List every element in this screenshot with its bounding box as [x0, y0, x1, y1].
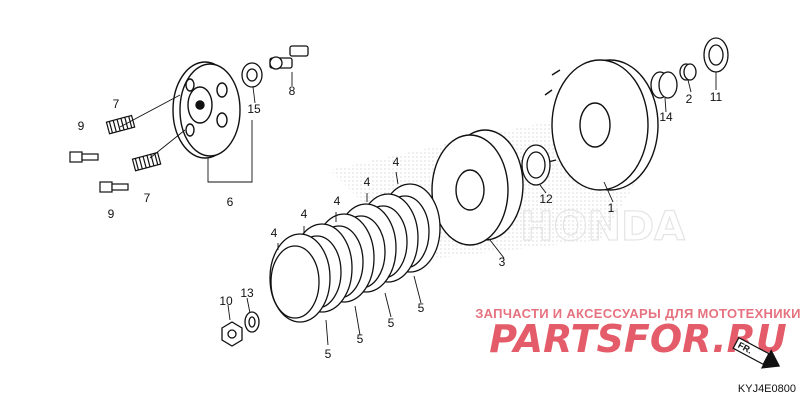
callout-5b: 5: [357, 332, 364, 346]
callout-4a: 4: [271, 226, 278, 240]
washer-13-part: [244, 311, 260, 333]
assembly-guide-lines: [119, 94, 253, 183]
thrust-washer-part: [703, 37, 729, 73]
callout-9a: 9: [78, 119, 85, 133]
callout-14: 14: [659, 110, 673, 124]
lock-nut-part: [221, 321, 243, 347]
watermark-tagline: ЗАПЧАСТИ И АКСЕССУАРЫ ДЛЯ МОТОТЕХНИКИ: [475, 306, 800, 321]
callout-9b: 9: [108, 207, 115, 221]
callout-15: 15: [247, 102, 261, 116]
callout-12: 12: [539, 192, 553, 206]
callout-10: 10: [219, 294, 233, 308]
bolt-parts: [69, 151, 129, 193]
callout-4c: 4: [334, 194, 341, 208]
callout-2: 2: [686, 92, 693, 106]
lifter-rod-part: [269, 45, 309, 70]
callout-7b: 7: [144, 191, 151, 205]
callout-7a: 7: [113, 97, 120, 111]
callout-11: 11: [710, 90, 723, 104]
callout-6: 6: [227, 195, 234, 209]
callout-4b: 4: [301, 207, 308, 221]
spring-parts: [105, 114, 162, 172]
callout-4e: 4: [393, 155, 400, 169]
front-direction-indicator: FR.: [732, 336, 781, 369]
callout-4d: 4: [364, 175, 371, 189]
watermark-logo-text: PARTSFOR.RU: [489, 317, 787, 361]
callout-3: 3: [499, 255, 506, 269]
callout-5a: 5: [325, 347, 332, 361]
callout-13: 13: [240, 286, 254, 300]
leader-lines: [227, 72, 717, 346]
collar-part: [679, 63, 697, 81]
bearing-part: [241, 62, 263, 88]
svg-text:HONDA: HONDA: [520, 204, 685, 250]
clutch-disc-stack: [269, 183, 441, 323]
callout-8: 8: [289, 84, 296, 98]
clutch-center-part: [431, 129, 524, 246]
clutch-outer-part: [544, 59, 659, 191]
diagram-code: KYJ4E0800: [738, 383, 796, 395]
callout-1: 1: [608, 201, 615, 215]
shop-watermark: ЗАПЧАСТИ И АКСЕССУАРЫ ДЛЯ МОТОТЕХНИКИ PA…: [475, 306, 800, 361]
washer-12-part: [521, 144, 551, 186]
pressure-plate: [172, 61, 241, 159]
callouts: 1 2 3 4 4 4 4 4 5 5 5 5 6 7 7 8 9 9 10 1…: [78, 84, 723, 361]
callout-5d: 5: [418, 301, 425, 315]
needle-bearing-part: [650, 71, 678, 99]
callout-5c: 5: [388, 316, 395, 330]
